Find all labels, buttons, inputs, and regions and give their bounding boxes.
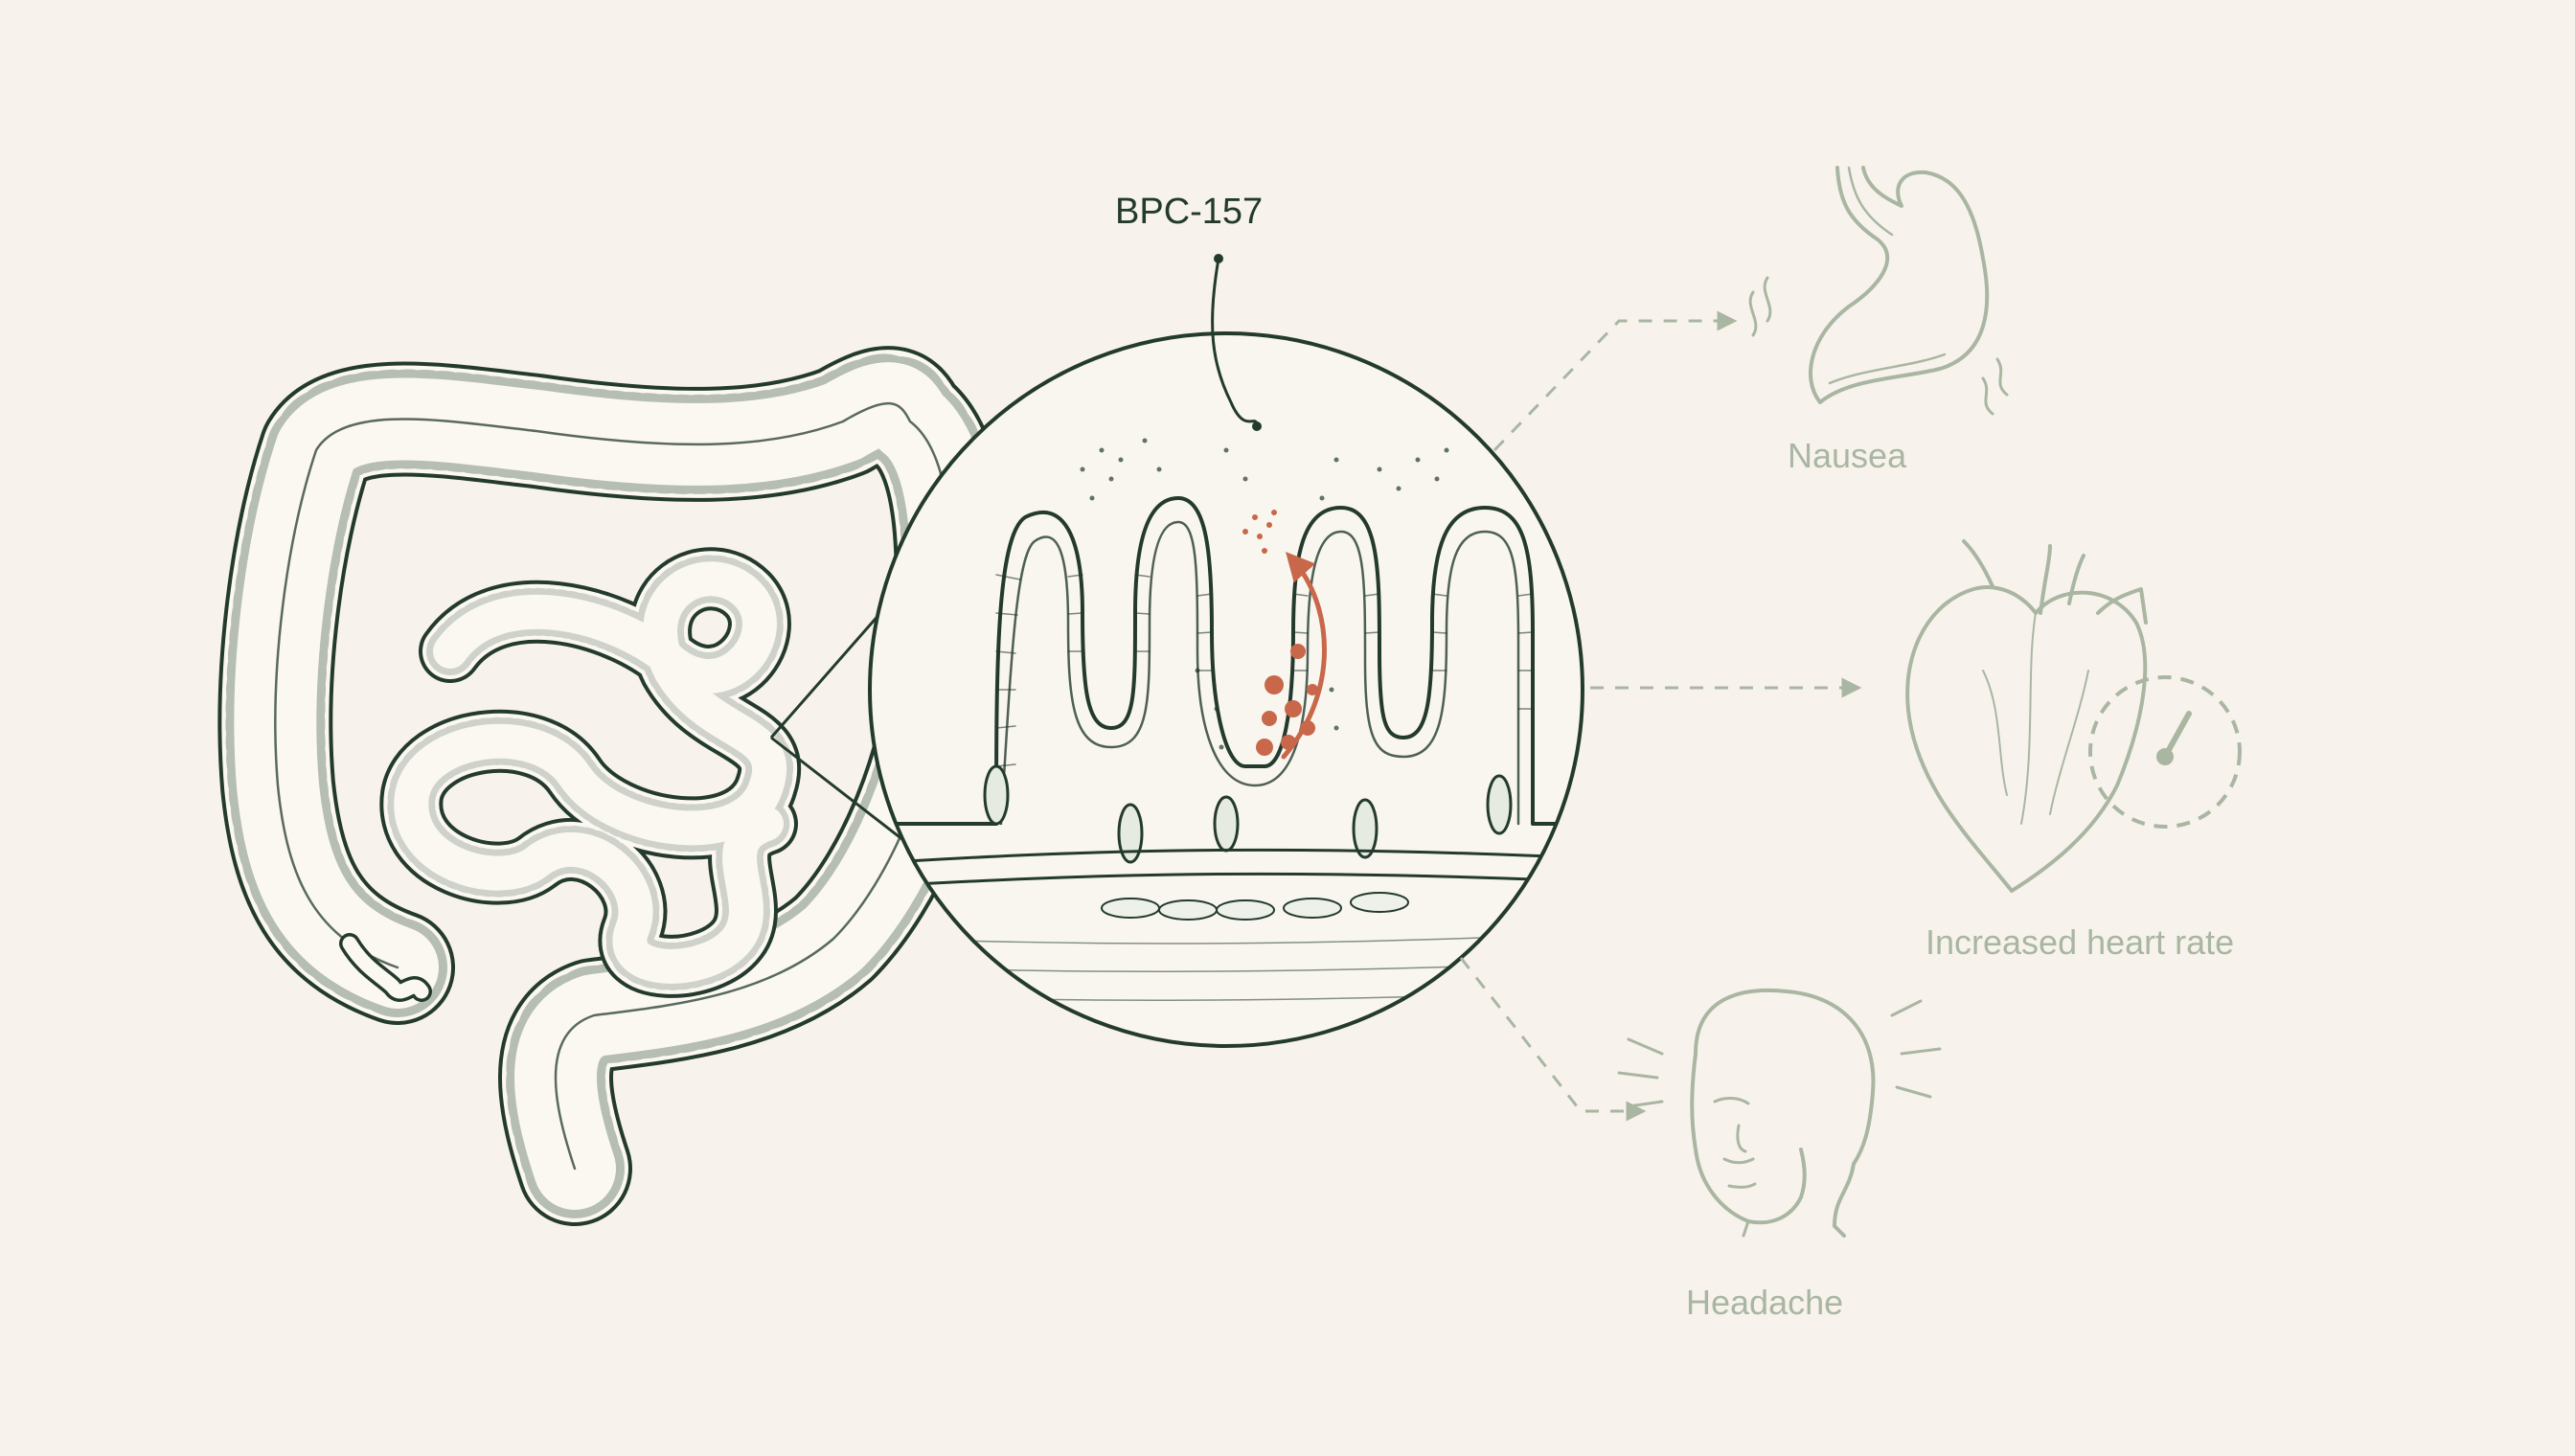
bpc-label: BPC-157 — [1115, 192, 1264, 232]
intestine-illustration — [217, 346, 1010, 1226]
arrow-to-headache — [1459, 957, 1647, 1122]
crypt-cells — [983, 764, 1513, 864]
headache-label: Headache — [1686, 1283, 1844, 1322]
bpc-leader — [1211, 254, 1262, 431]
nausea-label: Nausea — [1788, 436, 1907, 475]
heart-rate-label: Increased heart rate — [1926, 922, 2235, 962]
stomach-icon — [1748, 166, 2009, 416]
effect-arrows — [1459, 310, 1862, 1122]
heart-icon — [1905, 539, 2148, 893]
head-icon — [1617, 988, 1942, 1238]
absorption-arrow — [1281, 552, 1327, 760]
peptide-dots — [1080, 438, 1449, 750]
villi-zoom-illustration — [868, 331, 1584, 1048]
absorption-dots — [1242, 510, 1318, 756]
muscle-cells — [1101, 892, 1409, 921]
gauge-icon — [2088, 675, 2242, 829]
arrow-to-nausea — [1493, 310, 1738, 452]
